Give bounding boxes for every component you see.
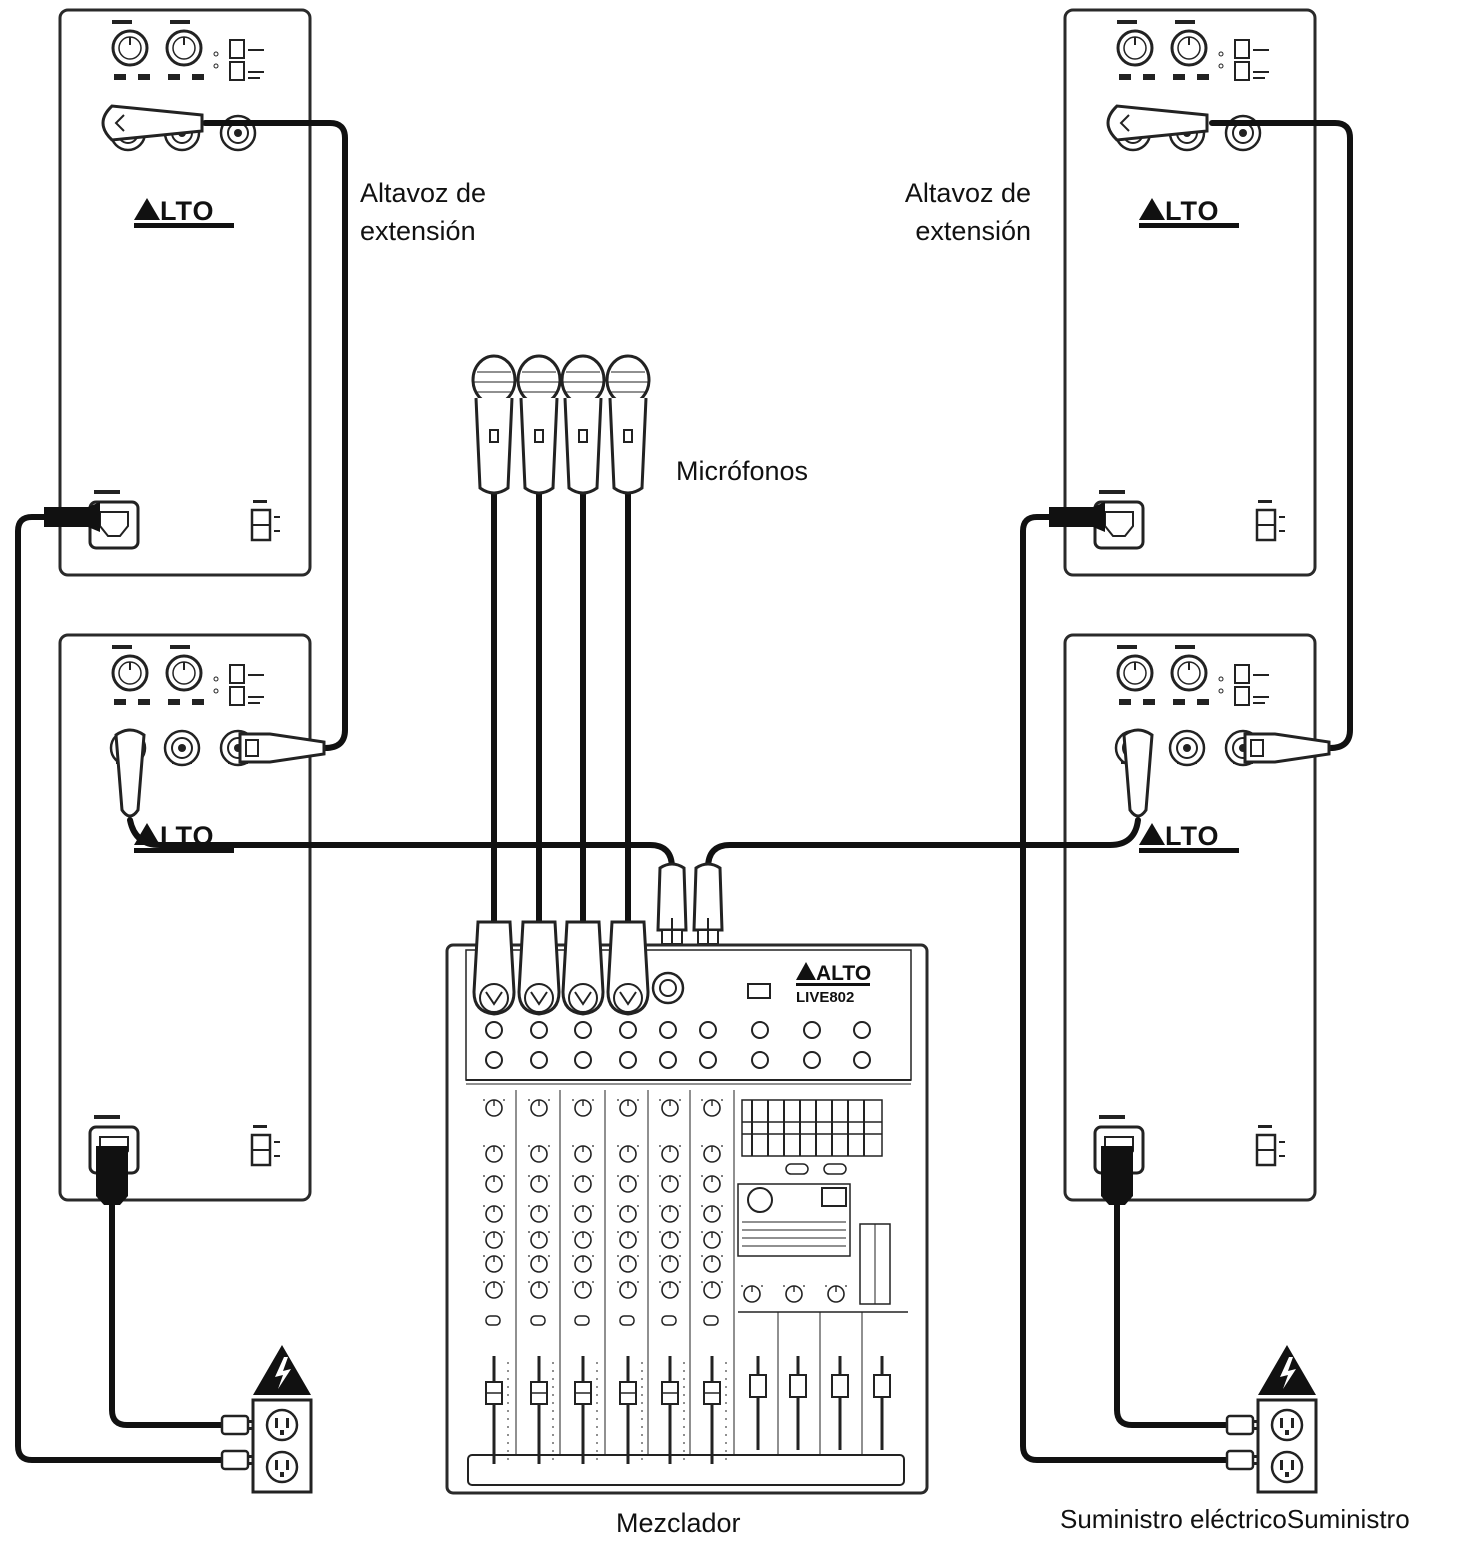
label-mixer: Mezclador — [616, 1508, 741, 1538]
high-voltage-warning-icon — [1258, 1345, 1316, 1395]
mixer-logo-text: ALTO — [816, 962, 871, 985]
speaker-top-left — [58, 8, 312, 577]
microphones — [471, 354, 651, 495]
label-extension-left-line1: Altavoz de — [360, 178, 487, 208]
xlr-connector-icon — [517, 920, 561, 1016]
power-outlet-left — [251, 1345, 313, 1494]
xlr-connector-icon — [101, 104, 204, 142]
xlr-connector-icon — [1106, 104, 1209, 142]
mixer-model: LIVE802 — [796, 989, 854, 1006]
cable-right-power-top — [1020, 514, 1243, 1463]
speaker-bottom-left — [58, 633, 312, 1202]
cable-left-power-top — [15, 514, 238, 1463]
label-power-supply: Suministro eléctricoSuministro — [1060, 1504, 1410, 1534]
speaker-top-right — [1063, 8, 1317, 577]
xlr-connector-icon — [692, 862, 724, 945]
cable-right-power-bottom — [1114, 1202, 1243, 1428]
xlr-connector-icon — [1243, 732, 1331, 764]
power-plug-icon — [44, 502, 1105, 532]
power-plug-icon — [96, 1146, 1133, 1205]
xlr-connector-icon — [472, 920, 516, 1016]
microphone-icon — [560, 354, 606, 495]
microphone-icon — [605, 354, 651, 495]
microphone-icon — [471, 354, 517, 495]
cable-right-main — [705, 817, 1141, 871]
cable-left-link — [202, 120, 348, 751]
connectors — [44, 104, 1331, 1471]
power-outlet-icon — [251, 1398, 313, 1494]
label-extension-right-line2: extensión — [915, 216, 1031, 246]
mixer-logo: ALTO LIVE802 — [796, 962, 871, 1006]
xlr-connector-icon — [561, 920, 605, 1016]
cable-left-main — [127, 817, 675, 871]
label-extension-right-line1: Altavoz de — [904, 178, 1031, 208]
label-extension-speaker-left: Altavoz de extensión — [360, 174, 486, 250]
power-outlet-icon — [1256, 1398, 1318, 1494]
cables — [15, 120, 1353, 1463]
label-microphones: Micrófonos — [676, 456, 809, 486]
power-outlet-right — [1256, 1345, 1318, 1494]
label-extension-speaker-right: Altavoz de extensión — [905, 174, 1031, 250]
speaker-bottom-right — [1063, 633, 1317, 1202]
cable-right-link — [1209, 120, 1353, 751]
high-voltage-warning-icon — [253, 1345, 311, 1395]
xlr-connector-icon — [238, 732, 326, 764]
label-extension-left-line2: extensión — [360, 216, 476, 246]
microphone-icon — [516, 354, 562, 495]
xlr-connector-icon — [114, 728, 146, 818]
cable-left-power-bottom — [109, 1202, 238, 1428]
xlr-connector-icon — [1122, 728, 1154, 818]
xlr-connector-icon — [606, 920, 650, 1016]
xlr-connector-icon — [656, 862, 688, 945]
mixer: ALTO LIVE802 — [445, 943, 929, 1495]
